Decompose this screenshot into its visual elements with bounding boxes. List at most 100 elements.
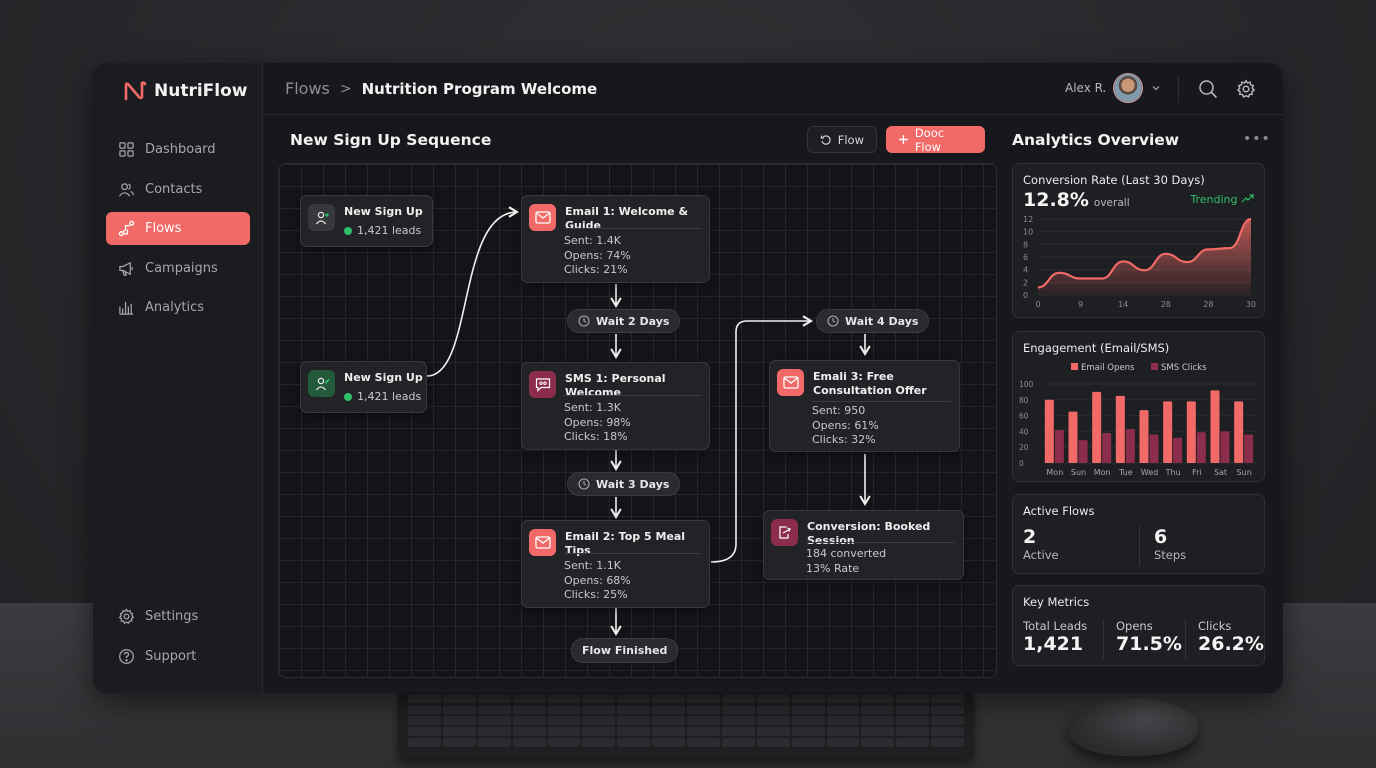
- keyboard-key: [408, 694, 441, 703]
- message-icon: [529, 371, 556, 398]
- sidebar-item-label: Analytics: [145, 300, 205, 315]
- sidebar-item-flows[interactable]: Flows: [106, 212, 250, 245]
- sidebar-item-support[interactable]: Support: [106, 640, 250, 673]
- y-tick-label: 100: [1019, 380, 1034, 389]
- y-tick-label: 6: [1023, 253, 1028, 262]
- node-title: New Sign Up: [344, 205, 423, 218]
- logo[interactable]: NutriFlow: [123, 80, 248, 102]
- keyboard-key: [582, 705, 616, 714]
- more-options-icon[interactable]: •••: [1243, 131, 1271, 147]
- flow-button-label: Flow: [837, 132, 864, 147]
- keyboard-key: [896, 716, 930, 725]
- opens-stat: Opens: 61%: [812, 418, 879, 432]
- conversion-suffix: overall: [1093, 197, 1130, 209]
- metric-value: 26.2%: [1198, 633, 1264, 655]
- gear-icon[interactable]: [1236, 79, 1256, 99]
- keyboard-key: [931, 727, 964, 736]
- email-node-meal-tips[interactable]: Email 2: Top 5 Meal Tips Sent: 1.1K Open…: [521, 520, 710, 608]
- sidebar-item-dashboard[interactable]: Dashboard: [106, 133, 250, 166]
- node-title: New Sign Up: [344, 371, 423, 384]
- keyboard-key: [477, 738, 511, 747]
- flow-canvas[interactable]: New Sign Up 1,421 leads New Sign Up 1,42…: [278, 163, 997, 678]
- y-tick-label: 8: [1023, 240, 1028, 249]
- flow-finished-node[interactable]: Flow Finished: [571, 638, 679, 663]
- keyboard-key: [652, 716, 685, 725]
- node-stats: Sent: 1.1K Opens: 68% Clicks: 25%: [564, 559, 631, 603]
- sidebar-item-label: Contacts: [145, 181, 203, 197]
- node-title-line: Emali 3: Free: [813, 370, 894, 383]
- keyboard-key: [826, 694, 860, 703]
- bar-email-opens: [1163, 401, 1173, 463]
- keyboard-key: [756, 727, 790, 736]
- legend-label: SMS Clicks: [1161, 363, 1207, 373]
- y-tick-label: 80: [1019, 396, 1029, 405]
- wait-node[interactable]: Wait 4 Days: [816, 309, 930, 333]
- keyboard-key: [512, 716, 546, 725]
- conversion-rate-card: Conversion Rate (Last 30 Days) 12.8% ove…: [1012, 163, 1265, 318]
- sms-node-welcome[interactable]: SMS 1: Personal Welcome Sent: 1.3K Opens…: [521, 362, 710, 450]
- keyboard-key: [617, 694, 651, 703]
- app-name: NutriFlow: [154, 81, 248, 101]
- keyboard-key: [826, 716, 860, 725]
- bar-sms-clicks: [1054, 429, 1064, 463]
- trigger-node-signup[interactable]: New Sign Up 1,421 leads: [300, 195, 433, 247]
- node-title-line: Consultation Offer: [813, 384, 927, 397]
- steps-label: Steps: [1154, 548, 1187, 562]
- conversion-node[interactable]: Conversion: Booked Session 184 converted…: [763, 510, 964, 580]
- keyboard-key: [896, 738, 930, 747]
- sidebar-item-campaigns[interactable]: Campaigns: [106, 252, 250, 285]
- y-tick-label: 0: [1019, 459, 1024, 468]
- wait-node[interactable]: Wait 2 Days: [567, 309, 681, 333]
- keyboard-key: [896, 694, 930, 703]
- email-node-welcome[interactable]: Email 1: Welcome & Guide Sent: 1.4K Open…: [521, 195, 710, 283]
- keyboard-key: [756, 705, 790, 714]
- mouse: [1068, 698, 1198, 756]
- sidebar-item-settings[interactable]: Settings: [106, 600, 250, 633]
- keyboard-key: [861, 694, 895, 703]
- user-plus-icon: [308, 370, 335, 397]
- keyboard-key: [652, 694, 685, 703]
- email-node-consultation[interactable]: Emali 3: Free Consultation Offer Sent: 9…: [769, 360, 960, 452]
- trigger-node-signup[interactable]: New Sign Up 1,421 leads: [300, 361, 427, 413]
- wait-label: Wait 4 Days: [845, 314, 919, 328]
- x-tick-label: Wed: [1141, 468, 1158, 477]
- sidebar-item-contacts[interactable]: Contacts: [106, 173, 250, 206]
- wait-node[interactable]: Wait 3 Days: [567, 472, 681, 496]
- sidebar-item-analytics[interactable]: Analytics: [106, 291, 250, 324]
- analytics-title: Analytics Overview: [1012, 131, 1180, 149]
- bar-email-opens: [1234, 401, 1244, 463]
- sidebar-bottom: Settings Support: [106, 600, 250, 679]
- keyboard-key: [791, 716, 825, 725]
- card-title: Conversion Rate (Last 30 Days): [1023, 173, 1205, 187]
- keyboard-key: [477, 727, 511, 736]
- wait-label: Wait 3 Days: [596, 477, 670, 491]
- keyboard-key: [687, 738, 720, 747]
- flow-title: New Sign Up Sequence: [290, 131, 492, 149]
- keyboard-key: [756, 694, 790, 703]
- clicks-stat: Clicks: 18%: [564, 430, 628, 443]
- rate-stat: 13% Rate: [806, 561, 860, 575]
- keyboard-key: [896, 727, 930, 736]
- active-value: 2: [1023, 526, 1037, 548]
- card-title: Active Flows: [1023, 504, 1095, 518]
- top-header: Flows > Nutrition Program Welcome Alex R…: [263, 63, 1283, 115]
- search-icon[interactable]: [1198, 79, 1218, 99]
- user-menu[interactable]: Alex R.: [1065, 74, 1162, 102]
- flow-button[interactable]: Flow: [807, 126, 877, 153]
- keyboard-key: [512, 738, 546, 747]
- megaphone-icon: [119, 261, 133, 276]
- node-title: Emali 3: Free Consultation Offer: [813, 370, 927, 398]
- keyboard-key: [442, 705, 476, 714]
- sidebar-item-label: Flows: [145, 221, 182, 236]
- legend-swatch: [1071, 363, 1078, 370]
- metric-label: Opens: [1116, 619, 1153, 633]
- breadcrumb-flows-link[interactable]: Flows: [285, 79, 330, 98]
- y-tick-label: 10: [1023, 228, 1033, 237]
- keyboard-key: [931, 694, 964, 703]
- keyboard-key: [547, 716, 581, 725]
- keyboard-key: [582, 727, 616, 736]
- bar-email-opens: [1139, 410, 1149, 463]
- keyboard-key: [791, 705, 825, 714]
- users-icon: [118, 182, 135, 197]
- add-flow-button[interactable]: Dooc Flow: [886, 126, 985, 154]
